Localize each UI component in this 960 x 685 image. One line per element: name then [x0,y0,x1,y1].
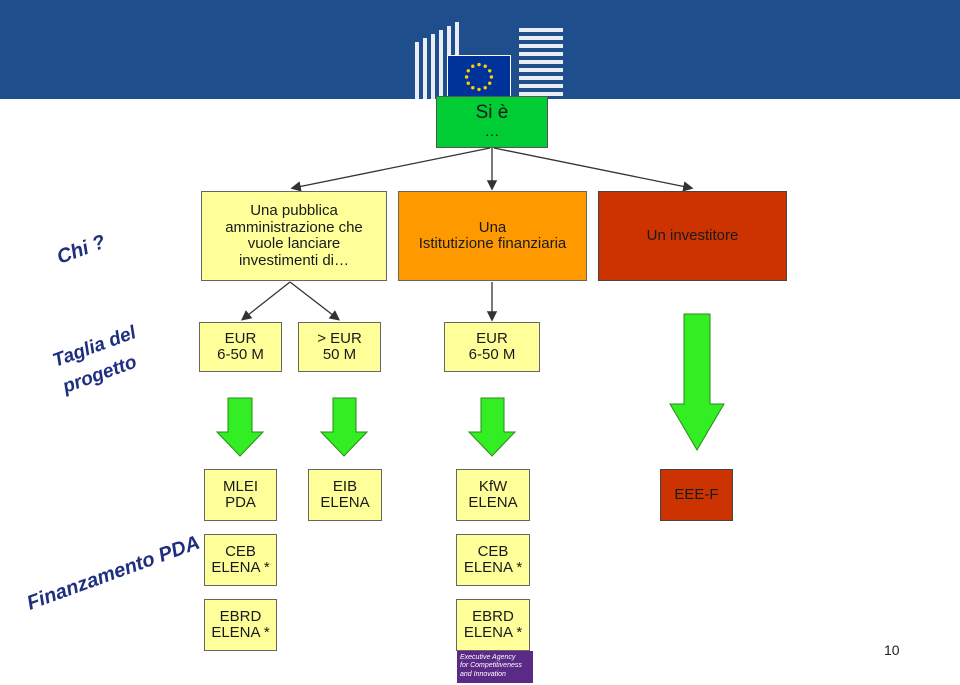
fin-col4-label: EEE-F [674,485,719,503]
flag-star [483,64,487,68]
fin-col3-box-2: CEB ELENA * [456,534,530,586]
public-admin-box: Una pubblica amministrazione che vuole l… [201,191,387,281]
fin-col1-box-1: MLEI PDA [204,469,277,521]
institution-line-2: Istitutizione finanziaria [418,235,567,252]
fin-col3-box-2-line-1: CEB [477,542,509,560]
size-box-2-line-2: 50 M [322,346,357,363]
public-admin-line-3: vuole lanciare [247,235,341,252]
size-box-3-line-1: EUR [476,329,508,347]
fin-col3-box-3: EBRD ELENA * [456,599,530,651]
fin-col3-box-2-line-2: ELENA * [463,559,523,576]
arrow-to-investor [493,147,694,192]
green-arrow-4 [669,313,725,451]
institution-box: Una Istitutizione finanziaria [398,191,587,281]
size-box-1-line-2: 6-50 M [217,346,264,363]
flag-star [471,64,475,68]
fin-col1-box-3-line-2: ELENA * [211,624,270,641]
arrow-to-size-small [240,281,291,321]
flag-star [477,62,481,67]
green-arrow-2 [319,397,369,457]
is-box: Si è … [436,96,548,148]
fin-col1-box-3-line-1: EBRD [219,607,262,625]
fin-col1-box-3: EBRD ELENA * [204,599,277,651]
fin-col3-box-1-line-2: ELENA [468,494,518,511]
fin-col4-box: EEE-F [660,469,733,521]
agency-logo: Executive Agency for Competitiveness and… [457,651,533,683]
investor-label: Un investitore [646,226,739,244]
institution-line-1: Una [478,218,507,236]
size-box-2-line-1: > EUR [317,329,362,347]
flag-star [488,81,492,85]
flag-star [483,86,487,90]
flag-star [489,75,494,79]
fin-col1-box-1-line-2: PDA [225,494,256,511]
green-arrows [215,313,725,457]
fin-col1-box-2-line-2: ELENA * [211,559,270,576]
arrow-to-public-admin [290,147,491,192]
is-text: Si è [475,102,509,124]
flag-star [477,87,481,92]
flag-star [464,75,469,79]
flag-star [471,86,475,90]
size-box-1-line-1: EUR [224,329,257,347]
public-admin-line-4: investimenti di… [238,251,350,269]
fin-col1-box-2: CEB ELENA * [204,534,277,586]
size-box-3-line-2: 6-50 M [468,346,516,363]
agency-line-1: Executive Agency [460,654,516,661]
agency-line-2: for Competitiveness [460,662,522,670]
fin-col3-box-1-line-1: KfW [478,477,508,495]
fin-col3-box-3-line-1: EBRD [472,607,514,625]
agency-line-3: and Innovation [460,670,506,678]
fin-col1-box-1-line-1: MLEI [222,477,258,495]
public-admin-line-1: Una pubblica [250,202,338,219]
public-admin-line-2: amministrazione che [225,218,363,236]
fin-col3-box-1: KfW ELENA [456,469,530,521]
flag-star [466,81,470,85]
investor-box: Un investitore [598,191,787,281]
page-number: 10 [884,642,900,658]
green-arrow-3 [467,397,517,457]
size-box-1: EUR 6-50 M [199,322,282,372]
flag-star [466,69,470,73]
fin-col3-box-3-line-2: ELENA * [463,624,523,641]
size-box-3: EUR 6-50 M [444,322,540,372]
green-arrow-1 [215,397,265,457]
eu-flag-icon [447,55,511,99]
fin-col2-box-1-line-1: EIB [332,477,358,495]
is-ellipsis: … [484,123,500,141]
fin-col1-box-2-line-1: CEB [225,542,256,560]
arrow-to-size-large [289,281,341,321]
flag-star [488,69,492,73]
fin-col2-box-1: EIB ELENA [308,469,382,521]
fin-col2-box-1-line-2: ELENA [320,494,370,511]
size-box-2: > EUR 50 M [298,322,381,372]
